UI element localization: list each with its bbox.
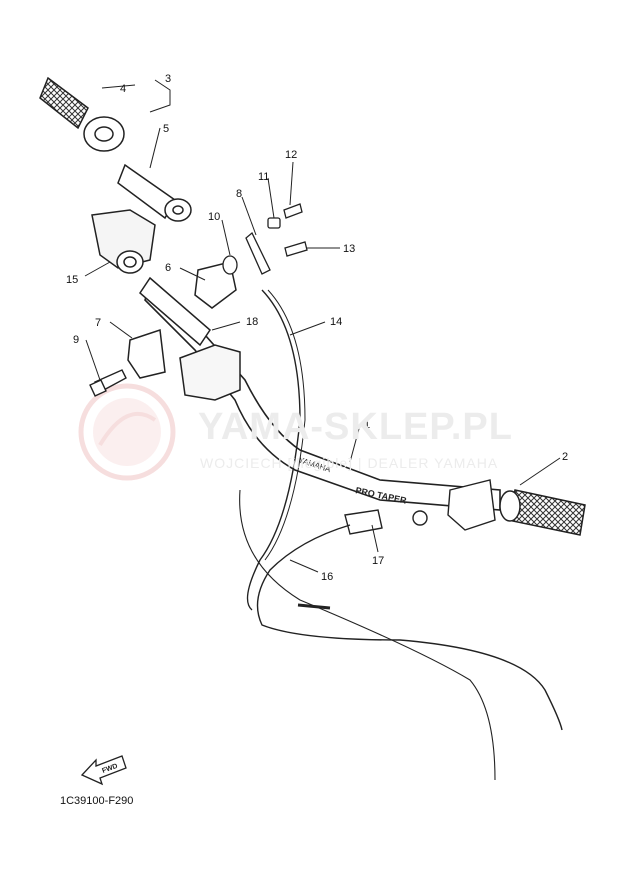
callout-12: 12	[285, 149, 297, 161]
throttle-cable-inner	[264, 289, 306, 561]
right-grip	[499, 489, 586, 536]
clamp-holder	[127, 328, 166, 379]
fwd-arrow-icon: FWD	[80, 755, 127, 786]
callout-8: 8	[236, 188, 242, 200]
clutch-cable-end	[297, 603, 331, 610]
bolt-9	[89, 369, 127, 397]
callout-9: 9	[73, 334, 79, 346]
lever-bracket	[179, 344, 241, 401]
callout-18: 18	[246, 316, 258, 328]
watermark-title: YAMA-SKLEP.PL	[198, 406, 513, 448]
callout-5: 5	[163, 123, 169, 135]
throttle-sleeve	[139, 276, 211, 347]
callout-17: 17	[372, 555, 384, 567]
callout-6: 6	[165, 262, 171, 274]
throttle-tube	[117, 163, 192, 222]
callout-3: 3	[165, 73, 171, 85]
throttle-cable	[246, 289, 301, 611]
callout-labels: 1 2 3 4 5 6 7 8 9 10 11 12 13 14 15 16 1…	[66, 73, 568, 583]
callout-14: 14	[330, 316, 342, 328]
left-grip	[39, 76, 125, 152]
callout-4: 4	[120, 83, 126, 95]
callout-11: 11	[258, 171, 269, 183]
watermark-subtitle: WOJCIECH [illegible] | DEALER YAMAHA	[200, 455, 499, 471]
clutch-cable	[256, 524, 563, 731]
callout-16: 16	[321, 571, 333, 583]
watermark-logo	[78, 383, 176, 481]
callout-2: 2	[562, 451, 568, 463]
callout-13: 13	[343, 243, 355, 255]
leader-lines	[84, 79, 561, 573]
throttle-housing	[91, 209, 156, 274]
callout-1: 1	[364, 419, 370, 431]
hot-start-cable	[239, 489, 496, 781]
part-code: 1C39100-F290	[60, 795, 134, 807]
callout-15: 15	[66, 274, 78, 286]
adjuster-parts	[222, 203, 308, 275]
callout-7: 7	[95, 317, 101, 329]
callout-10: 10	[208, 211, 220, 223]
